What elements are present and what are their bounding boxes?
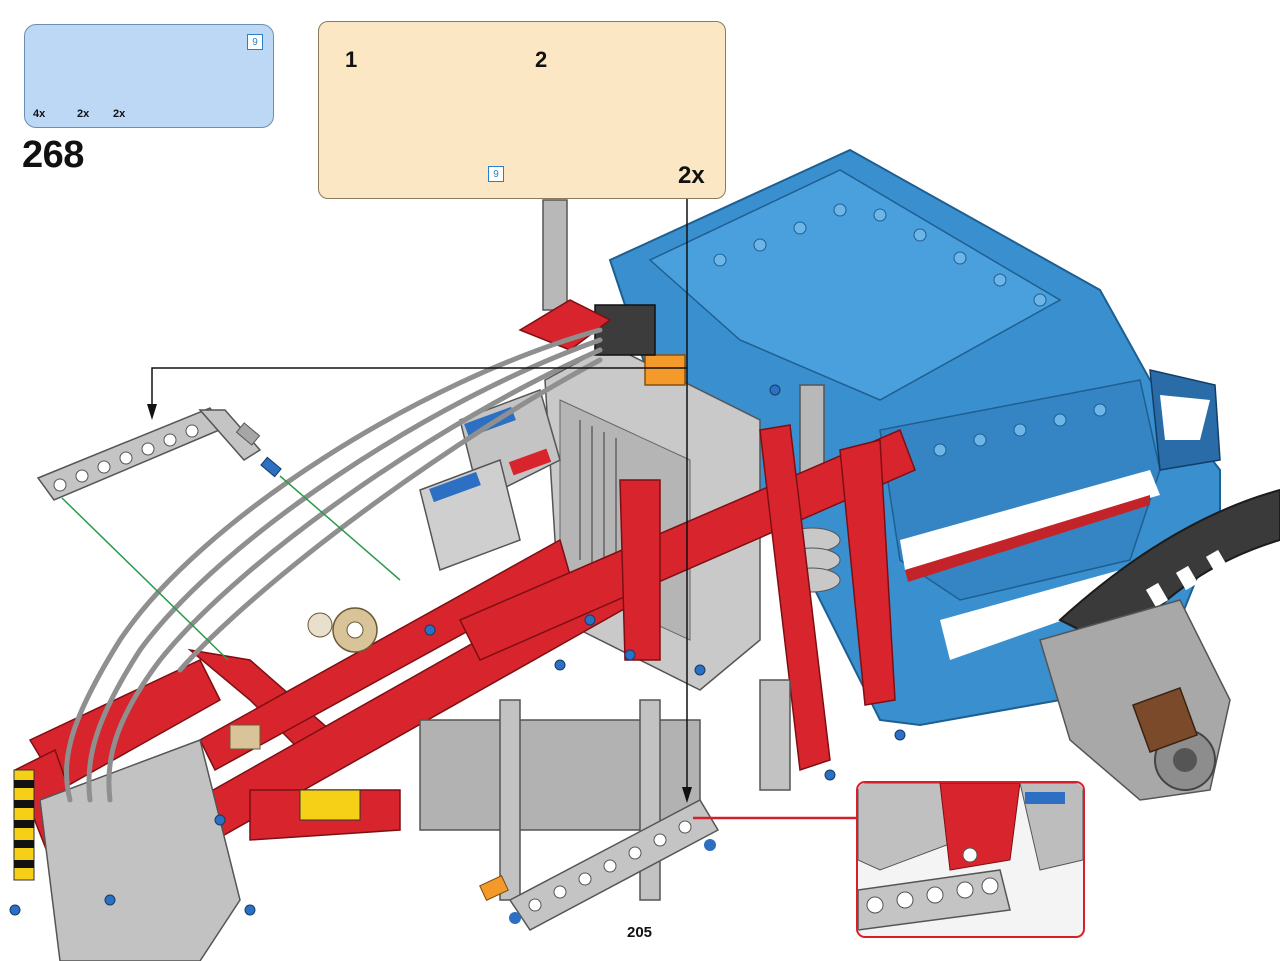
blue-pin-qty: 4x	[33, 108, 46, 120]
sub-step-2: 2	[535, 47, 548, 72]
blue-cab	[608, 148, 1221, 727]
sub-assembly-multiplier: 2x	[678, 162, 705, 189]
grey-connector-qty: 2x	[77, 108, 90, 120]
added-assembly	[36, 407, 401, 661]
parts-ref-badge: 9	[247, 34, 263, 50]
sub-assembly-panel	[318, 21, 726, 199]
gears	[229, 607, 378, 750]
instruction-arrows	[147, 198, 692, 803]
blue-pins	[9, 384, 906, 916]
rear-mechanism	[1039, 599, 1231, 801]
zoom-callout	[856, 781, 1085, 938]
switch-blocks	[419, 389, 561, 571]
cables	[64, 327, 603, 803]
zoom-callout-content	[858, 783, 1083, 936]
step-number: 268	[22, 134, 84, 176]
sub-ref-badge: 9	[488, 166, 504, 182]
sub-step-1: 1	[345, 47, 358, 72]
bottom-beams	[479, 799, 720, 931]
grey-beam-qty: 2x	[113, 108, 126, 120]
page-number: 205	[627, 924, 653, 941]
parts-list-panel	[24, 24, 274, 128]
